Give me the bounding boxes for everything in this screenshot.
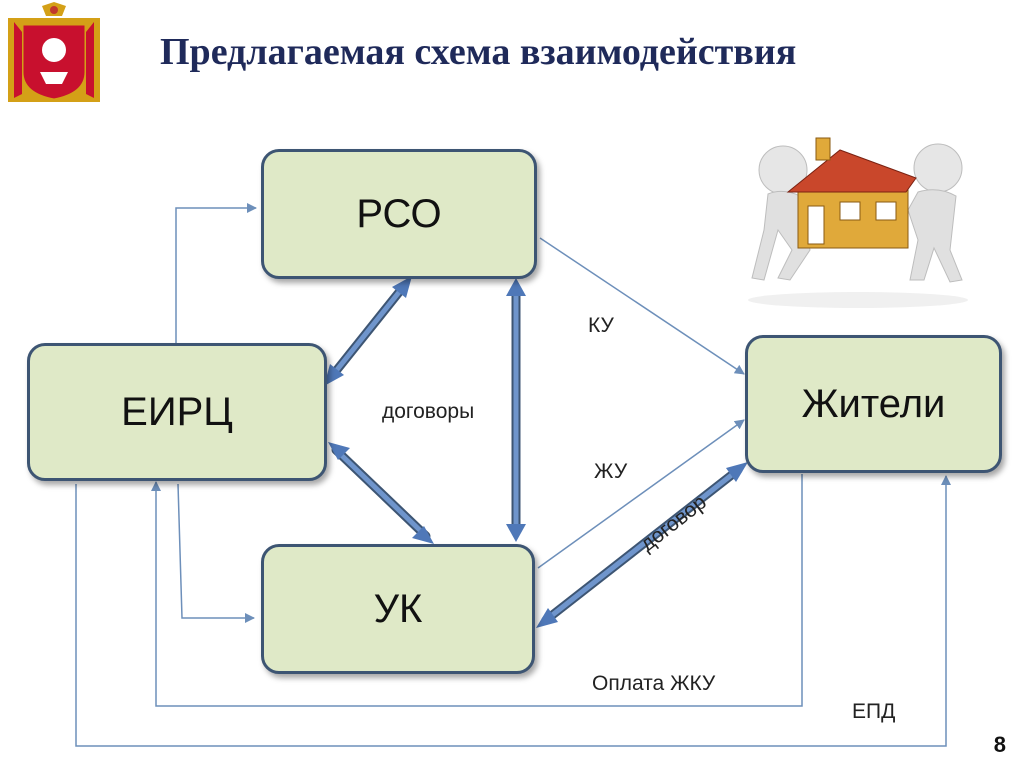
node-eirc: ЕИРЦ <box>27 343 327 481</box>
thin-arrow-rso-to-residents <box>539 237 745 375</box>
label-contracts: договоры <box>382 400 475 423</box>
thick-arrow-eirc-rso <box>324 276 412 386</box>
thin-arrow-residents-payment <box>151 474 803 707</box>
label-ku: КУ <box>588 314 614 337</box>
people-carrying-house-icon <box>728 130 988 315</box>
page-title: Предлагаемая схема взаимодействия <box>160 31 797 73</box>
page-number: 8 <box>993 732 1006 757</box>
node-uk: УК <box>261 544 535 674</box>
thin-arrow-uk-to-residents <box>537 419 745 569</box>
node-residents: Жители <box>745 335 1002 473</box>
coat-of-arms-icon <box>8 2 100 102</box>
label-epd: ЕПД <box>852 700 896 723</box>
label-payment: Оплата ЖКУ <box>592 672 716 695</box>
thick-arrow-uk-residents <box>536 462 748 628</box>
thick-arrow-rso-uk <box>506 278 526 542</box>
thin-arrow-eirc-to-rso <box>175 203 257 344</box>
node-rso: РСО <box>261 149 537 279</box>
thick-arrow-eirc-uk <box>328 442 434 544</box>
label-zhu: ЖУ <box>594 460 628 483</box>
thin-arrow-eirc-to-uk <box>177 483 255 623</box>
thin-arrow-eirc-epd <box>75 475 951 747</box>
